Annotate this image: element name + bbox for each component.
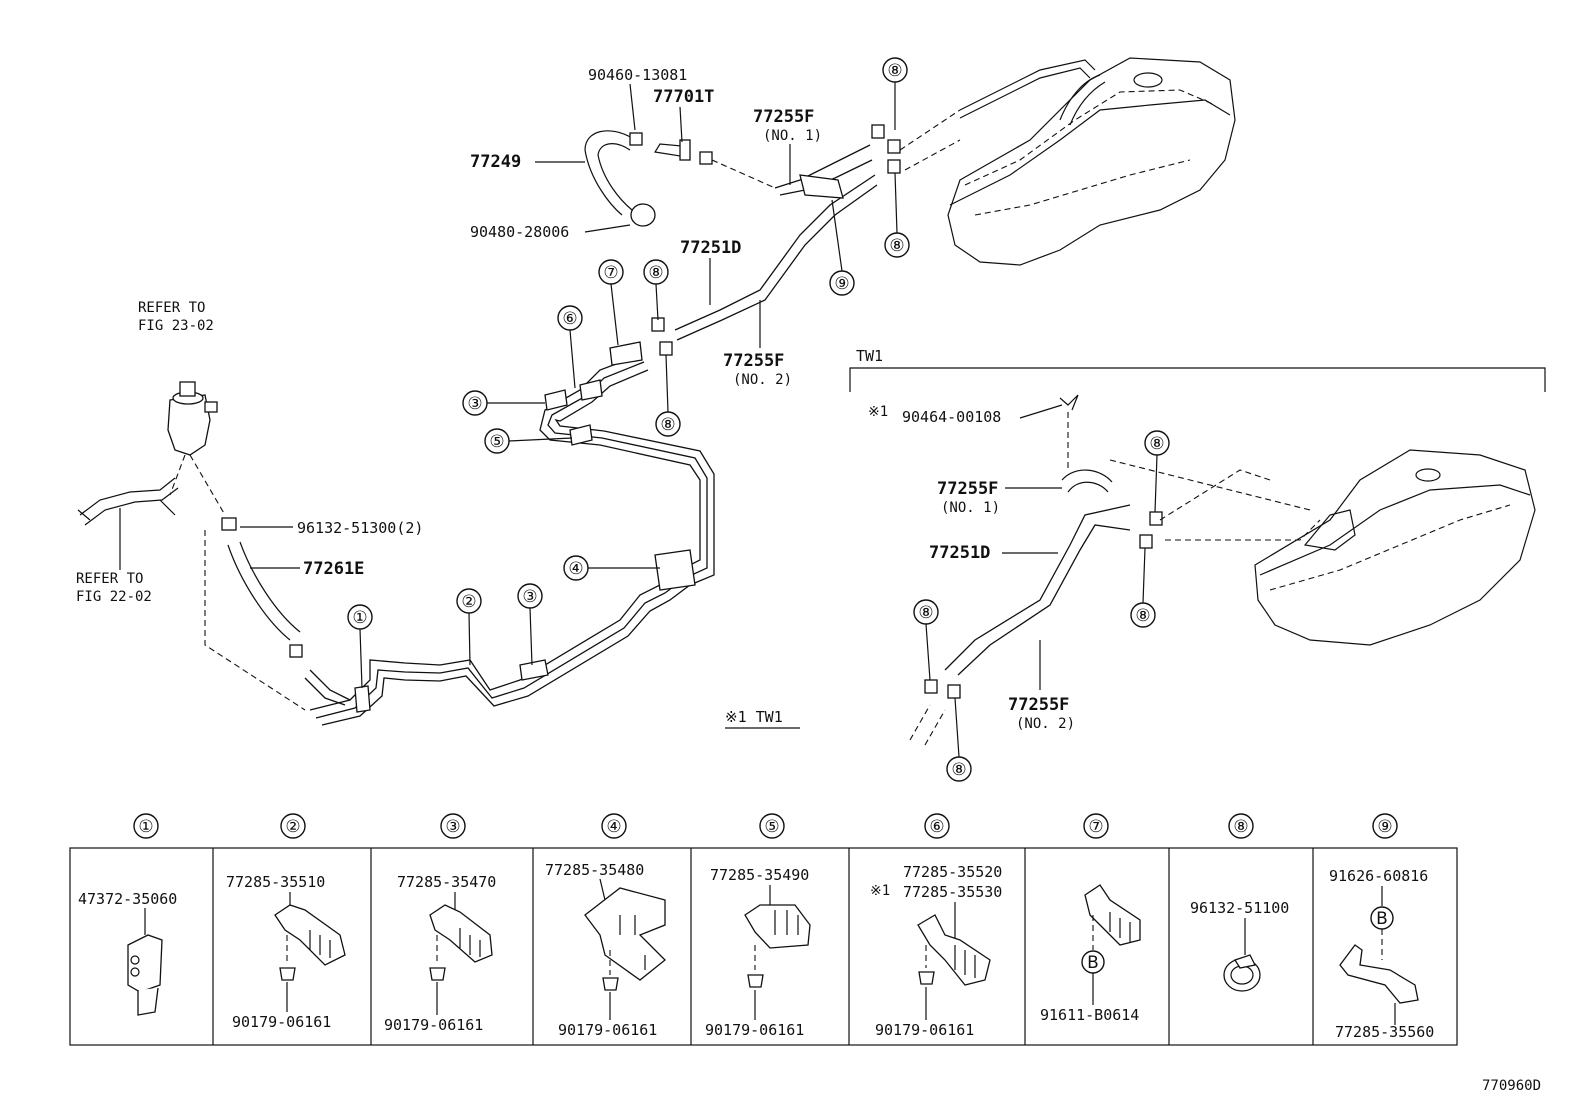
fuel-lines-main: [304, 144, 878, 726]
grommet-icon: [630, 203, 656, 227]
label-fig-23-02: FIG 23-02: [138, 318, 214, 334]
callout-8-a: ⑧: [887, 61, 902, 81]
labels: 90460-13081 77701T 77249 90480-28006 772…: [76, 66, 1541, 1094]
table-header-5: ⑤: [764, 817, 779, 837]
clamp-icon: [1339, 944, 1419, 1004]
clip-icon: [629, 132, 643, 146]
cell5-part: 77285-35490: [710, 866, 809, 884]
cell6-bolt: 90179-06161: [875, 1021, 974, 1039]
callout-8-c: ⑧: [648, 263, 663, 283]
cell3-part: 77285-35470: [397, 873, 496, 891]
callout-4: ④: [568, 559, 583, 579]
label-77255f-tw1b: 77255F: [1008, 695, 1069, 715]
cell9-part1: 91626-60816: [1329, 867, 1428, 885]
cell2-bolt: 90179-06161: [232, 1013, 331, 1031]
label-mark1: ※1: [868, 404, 888, 420]
clamp-icon: [744, 904, 811, 949]
callout-3-a: ③: [467, 394, 482, 414]
label-90464-00108: 90464-00108: [902, 408, 1001, 426]
cell3-bolt: 90179-06161: [384, 1016, 483, 1034]
cell7-part: 91611-B0614: [1040, 1006, 1139, 1024]
fuel-tank-main: [899, 57, 1236, 266]
cell5-bolt: 90179-06161: [705, 1021, 804, 1039]
cell7-sub-b: B: [1087, 953, 1099, 973]
table-header-8: ⑧: [1233, 817, 1248, 837]
label-fig-22-02: FIG 22-02: [76, 589, 152, 605]
callout-8-g: ⑧: [918, 603, 933, 623]
table-header-2: ②: [285, 817, 300, 837]
label-77249: 77249: [470, 152, 521, 172]
callout-8-e: ⑧: [1149, 434, 1164, 454]
label-77261e: 77261E: [303, 559, 364, 579]
table-header-6: ⑥: [929, 817, 944, 837]
table-header-1: ①: [138, 817, 153, 837]
cell8-part: 96132-51100: [1190, 899, 1289, 917]
tw1-section: [849, 367, 1546, 746]
label-no2-mid: (NO. 2): [733, 372, 792, 388]
callouts: ⑧ ⑧ ⑨ ⑦ ⑧ ⑥ ⑧ ③ ⑤ ④ ② ③ ① ⑧ ⑧ ⑧ ⑧: [347, 57, 1170, 782]
callout-8-b: ⑧: [889, 236, 904, 256]
label-77255f-top: 77255F: [753, 107, 814, 127]
table-header-9: ⑨: [1377, 817, 1392, 837]
label-77255f-mid: 77255F: [723, 351, 784, 371]
hose-77249: [584, 130, 776, 227]
canister: [77, 381, 306, 711]
callout-8-f: ⑧: [1135, 606, 1150, 626]
cell4-part: 77285-35480: [545, 861, 644, 879]
label-figure-code: 770960D: [1482, 1078, 1541, 1094]
cell9-sub-b: B: [1376, 909, 1388, 929]
cell6-mark: ※1: [870, 883, 890, 899]
label-96132-51300: 96132-51300(2): [297, 519, 423, 537]
label-no2-tw1: (NO. 2): [1016, 716, 1075, 732]
label-no1-tw1: (NO. 1): [941, 500, 1000, 516]
table-header-7: ⑦: [1088, 817, 1103, 837]
cell4-bolt: 90179-06161: [558, 1021, 657, 1039]
cell1-part: 47372-35060: [78, 890, 177, 908]
table-header-4: ④: [606, 817, 621, 837]
label-77251d-tw1: 77251D: [929, 543, 990, 563]
label-90480-28006: 90480-28006: [470, 223, 569, 241]
callout-8-h: ⑧: [951, 760, 966, 780]
cell2-part: 77285-35510: [226, 873, 325, 891]
label-77701t: 77701T: [653, 87, 714, 107]
callout-2: ②: [461, 592, 476, 612]
cell9-part2: 77285-35560: [1335, 1023, 1434, 1041]
clamp-icon: [127, 934, 163, 993]
cell6-part1: 77285-35520: [903, 863, 1002, 881]
label-note-tw1: ※1 TW1: [725, 708, 783, 726]
label-tw1-heading: TW1: [856, 347, 883, 365]
callout-3-b: ③: [522, 587, 537, 607]
callout-9: ⑨: [834, 274, 849, 294]
clips-8: [651, 124, 901, 356]
callout-6: ⑥: [562, 309, 577, 329]
callout-7: ⑦: [603, 263, 618, 283]
label-refer-to-1: REFER TO: [138, 300, 205, 316]
label-77255f-tw1: 77255F: [937, 479, 998, 499]
callout-5: ⑤: [489, 432, 504, 452]
label-90460-13081: 90460-13081: [588, 66, 687, 84]
callout-8-d: ⑧: [660, 415, 675, 435]
clamp-icon: [584, 887, 666, 981]
cell6-part2: 77285-35530: [903, 883, 1002, 901]
clamp-icon: [429, 904, 493, 963]
label-no1-top: (NO. 1): [763, 128, 822, 144]
label-77251d-top: 77251D: [680, 238, 741, 258]
label-refer-to-2: REFER TO: [76, 571, 143, 587]
clamp-icon: [917, 914, 991, 986]
callout-1: ①: [352, 608, 367, 628]
table-header-3: ③: [445, 817, 460, 837]
parts-table: ① ② ③ ④ ⑤ ⑥ ⑦ ⑧ ⑨ 47372-35060 77285-3551…: [69, 813, 1458, 1046]
